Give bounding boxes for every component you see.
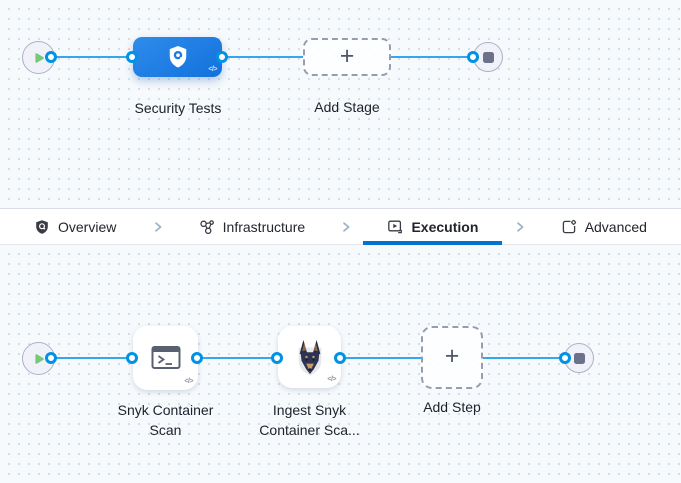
advanced-icon xyxy=(562,219,576,233)
execution-icon xyxy=(388,220,403,233)
tab-advanced[interactable]: Advanced xyxy=(537,209,671,244)
tab-execution[interactable]: Execution xyxy=(363,209,503,245)
tab-label: Overview xyxy=(58,218,117,235)
connector-port xyxy=(216,51,228,63)
terminal-icon xyxy=(151,346,180,369)
connector-port xyxy=(191,352,203,364)
tab-infrastructure[interactable]: Infrastructure xyxy=(175,209,329,244)
connector-port xyxy=(126,352,138,364)
connector-port xyxy=(126,51,138,63)
shield-icon xyxy=(36,219,48,234)
step-card-snyk-container-scan[interactable]: </> xyxy=(133,326,198,390)
connector-port xyxy=(467,51,479,63)
connector-line xyxy=(222,56,303,58)
connector-line xyxy=(341,357,421,359)
code-icon: </> xyxy=(208,66,217,73)
connector-port xyxy=(45,51,57,63)
connector-line xyxy=(198,357,278,359)
chevron-right-icon xyxy=(339,209,353,244)
tab-label: Execution xyxy=(411,218,479,235)
tab-label: Advanced xyxy=(584,218,647,235)
code-icon: </> xyxy=(327,376,336,383)
connector-line xyxy=(51,56,133,58)
stage-config-tabs: Overview Infrastructure Execution xyxy=(0,208,681,245)
connector-line xyxy=(391,56,473,58)
connector-line xyxy=(483,357,565,359)
add-stage-label: Add Stage xyxy=(314,99,380,115)
play-icon xyxy=(34,52,44,63)
step-label: Ingest Snyk Container Sca... xyxy=(259,402,360,438)
chevron-right-icon xyxy=(513,209,527,244)
stop-icon xyxy=(573,352,585,364)
add-stage-button[interactable]: + xyxy=(303,38,391,76)
add-step-button[interactable]: + xyxy=(421,326,483,389)
connector-port xyxy=(559,352,571,364)
play-icon xyxy=(34,353,44,364)
add-step-label: Add Step xyxy=(423,399,481,415)
connector-port xyxy=(271,352,283,364)
tab-label: Infrastructure xyxy=(222,218,306,235)
stage-graph-canvas: </> + Security Tests Add Stage xyxy=(0,0,681,208)
code-icon: </> xyxy=(184,378,193,385)
infrastructure-icon xyxy=(200,219,214,234)
connector-port xyxy=(334,352,346,364)
step-card-ingest-snyk[interactable]: </> xyxy=(278,326,341,388)
tab-overview[interactable]: Overview xyxy=(10,209,140,244)
plus-icon: + xyxy=(339,41,355,70)
connector-port xyxy=(45,352,57,364)
security-shield-icon xyxy=(169,46,186,68)
pipeline-end-node xyxy=(564,343,594,373)
connector-line xyxy=(51,357,133,359)
execution-graph-canvas: </> </> + Snyk Container Scan Ingest Sny… xyxy=(0,245,681,483)
plus-icon: + xyxy=(444,342,460,370)
stage-label: Security Tests xyxy=(134,100,222,116)
step-label: Snyk Container Scan xyxy=(117,402,214,438)
stop-icon xyxy=(482,51,494,63)
chevron-right-icon xyxy=(151,209,165,244)
snyk-dog-icon xyxy=(298,340,321,376)
stage-card-security-tests[interactable]: </> xyxy=(133,37,222,77)
